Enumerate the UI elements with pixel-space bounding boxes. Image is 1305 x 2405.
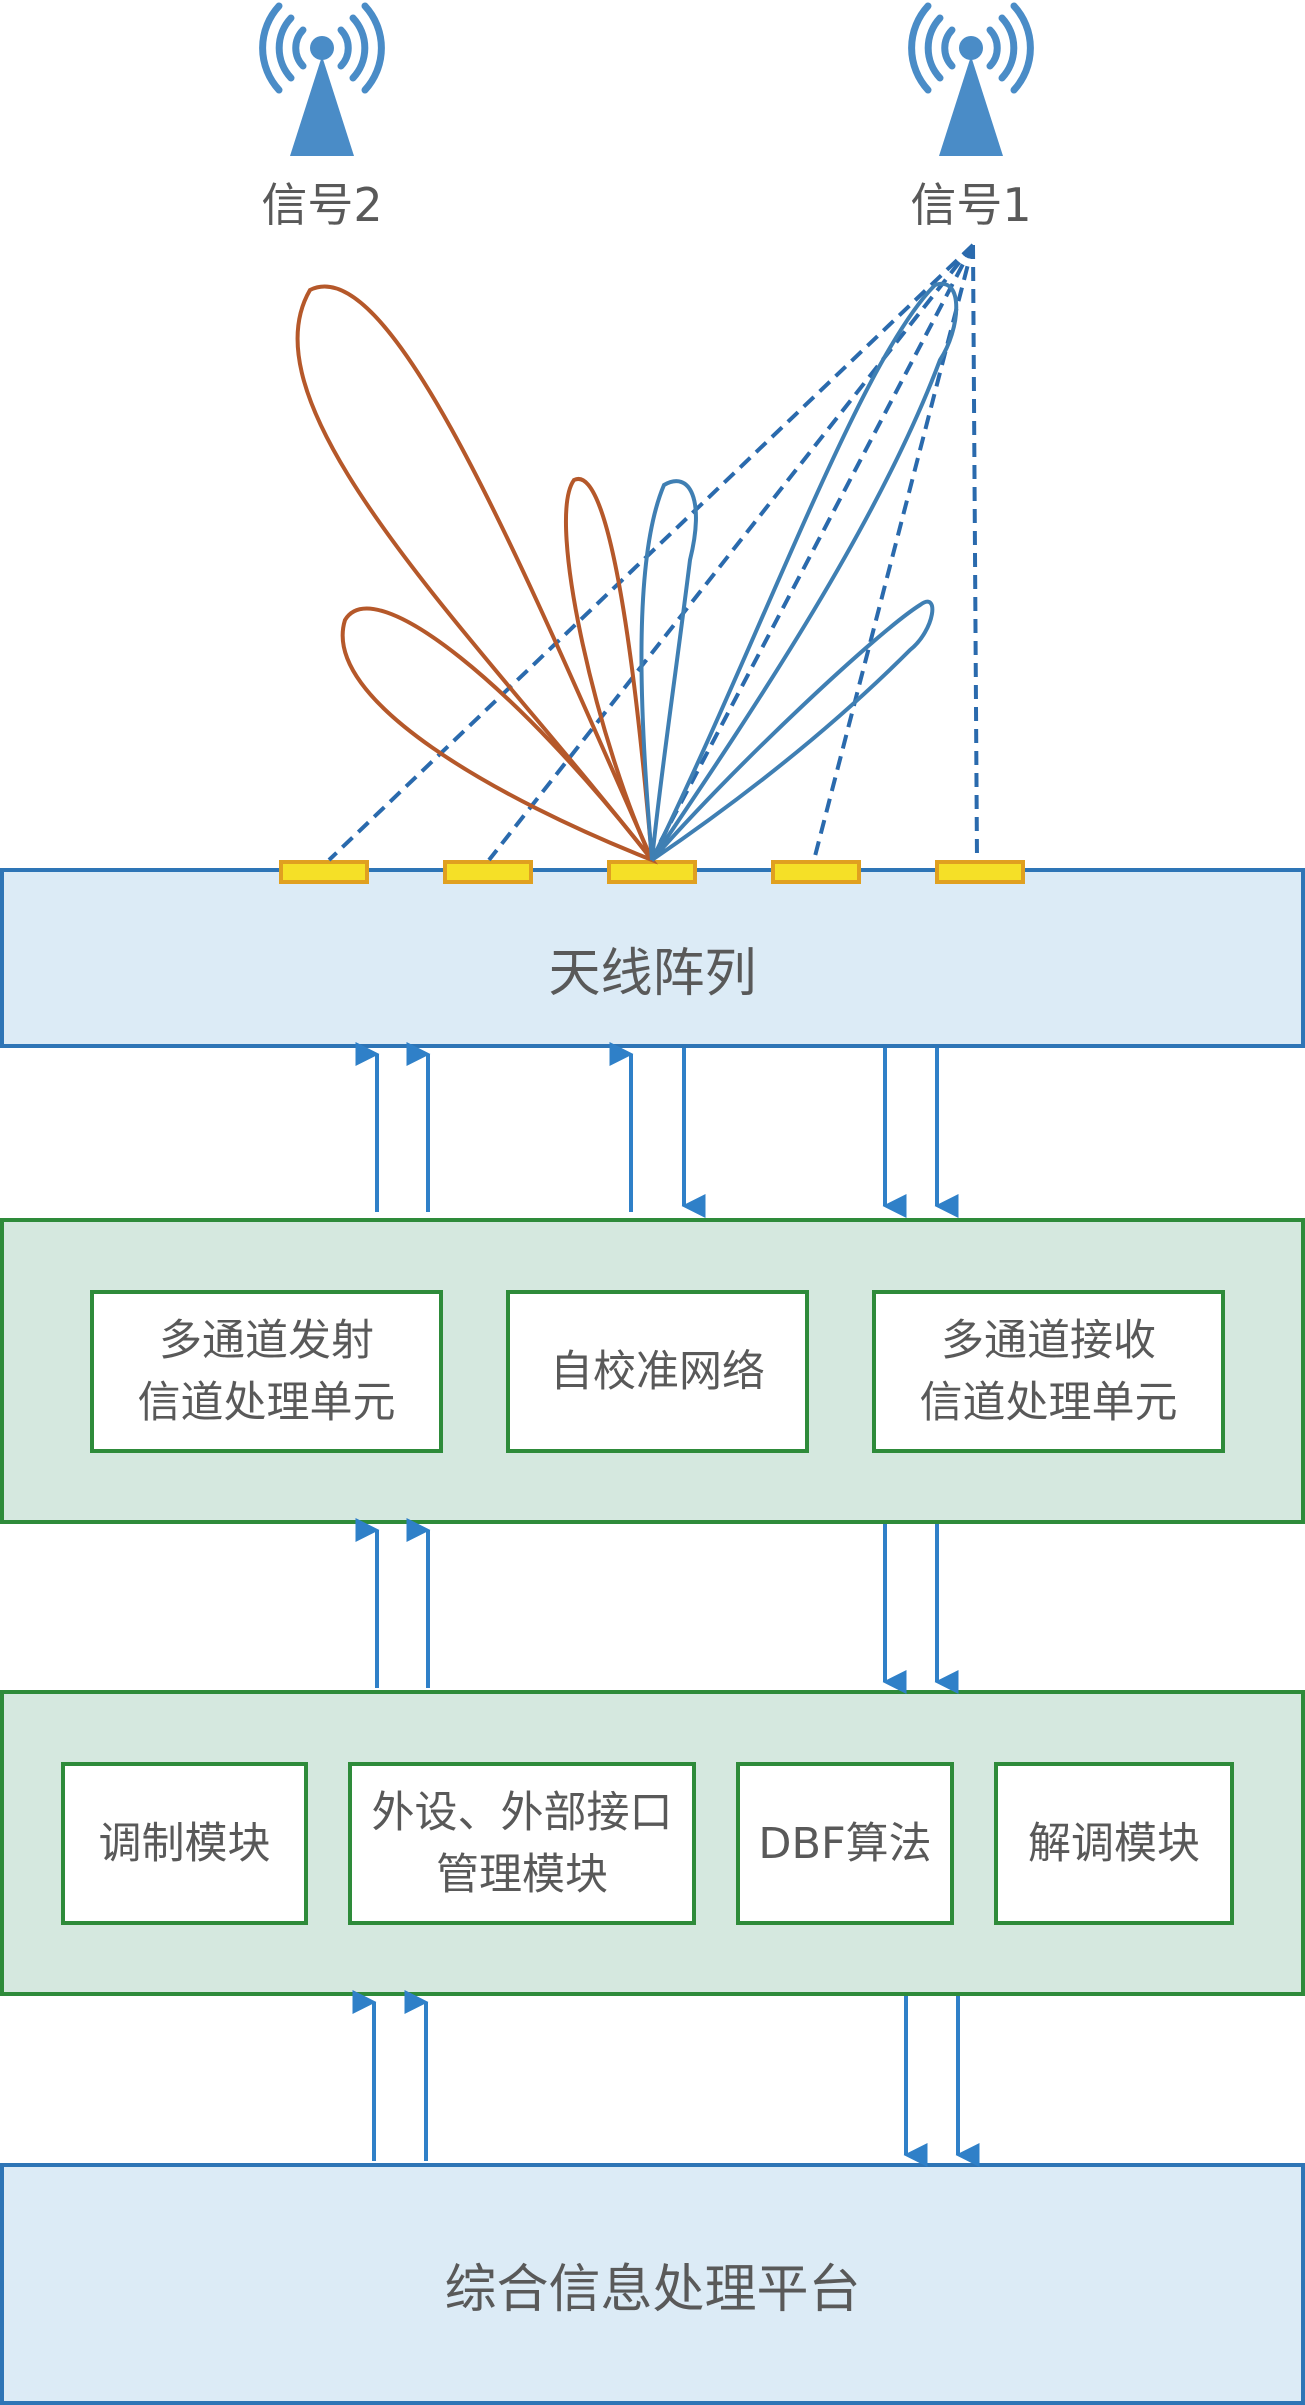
antenna-element-5	[935, 860, 1025, 884]
tx-channel-unit-box: 多通道发射 信道处理单元	[90, 1290, 443, 1453]
self-calibration-network-label: 自校准网络	[550, 1346, 765, 1397]
arrows-channel-baseband	[355, 1518, 959, 1694]
tx-channel-unit-label: 多通道发射 信道处理单元	[137, 1315, 396, 1428]
antenna-element-1	[279, 860, 369, 884]
platform-box	[0, 2163, 1305, 2405]
antenna-element-4	[771, 860, 861, 884]
rx-channel-unit-label: 多通道接收 信道处理单元	[919, 1315, 1178, 1428]
modulation-module-box: 调制模块	[61, 1762, 308, 1925]
signal1-rays	[327, 243, 979, 862]
radio-tower-icon-signal1	[908, 2, 1034, 156]
demodulation-module-box: 解调模块	[994, 1762, 1234, 1925]
modulation-module-label: 调制模块	[98, 1818, 271, 1869]
signal2-label: 信号2	[261, 178, 383, 232]
arrows-baseband-platform	[352, 1990, 980, 2167]
signal2-beam-pattern	[295, 284, 659, 865]
peripheral-interface-module-label: 外设、外部接口 管理模块	[371, 1787, 673, 1900]
arrows-array-channel	[355, 1042, 959, 1218]
dbf-algorithm-box: DBF算法	[736, 1762, 954, 1925]
peripheral-interface-module-box: 外设、外部接口 管理模块	[348, 1762, 696, 1925]
antenna-element-3	[607, 860, 697, 884]
platform-label: 综合信息处理平台	[444, 2259, 861, 2320]
rx-channel-unit-box: 多通道接收 信道处理单元	[872, 1290, 1225, 1453]
antenna-element-2	[443, 860, 533, 884]
demodulation-module-label: 解调模块	[1028, 1818, 1200, 1869]
antenna-array-box	[0, 868, 1305, 1048]
self-calibration-network-box: 自校准网络	[506, 1290, 809, 1453]
antenna-elements	[279, 860, 1025, 884]
radio-tower-icon-signal2	[259, 2, 385, 156]
signal1-label: 信号1	[910, 178, 1032, 232]
signal1-beam-pattern	[639, 281, 959, 862]
dbf-algorithm-label: DBF算法	[758, 1818, 932, 1869]
antenna-array-label: 天线阵列	[548, 943, 757, 1004]
